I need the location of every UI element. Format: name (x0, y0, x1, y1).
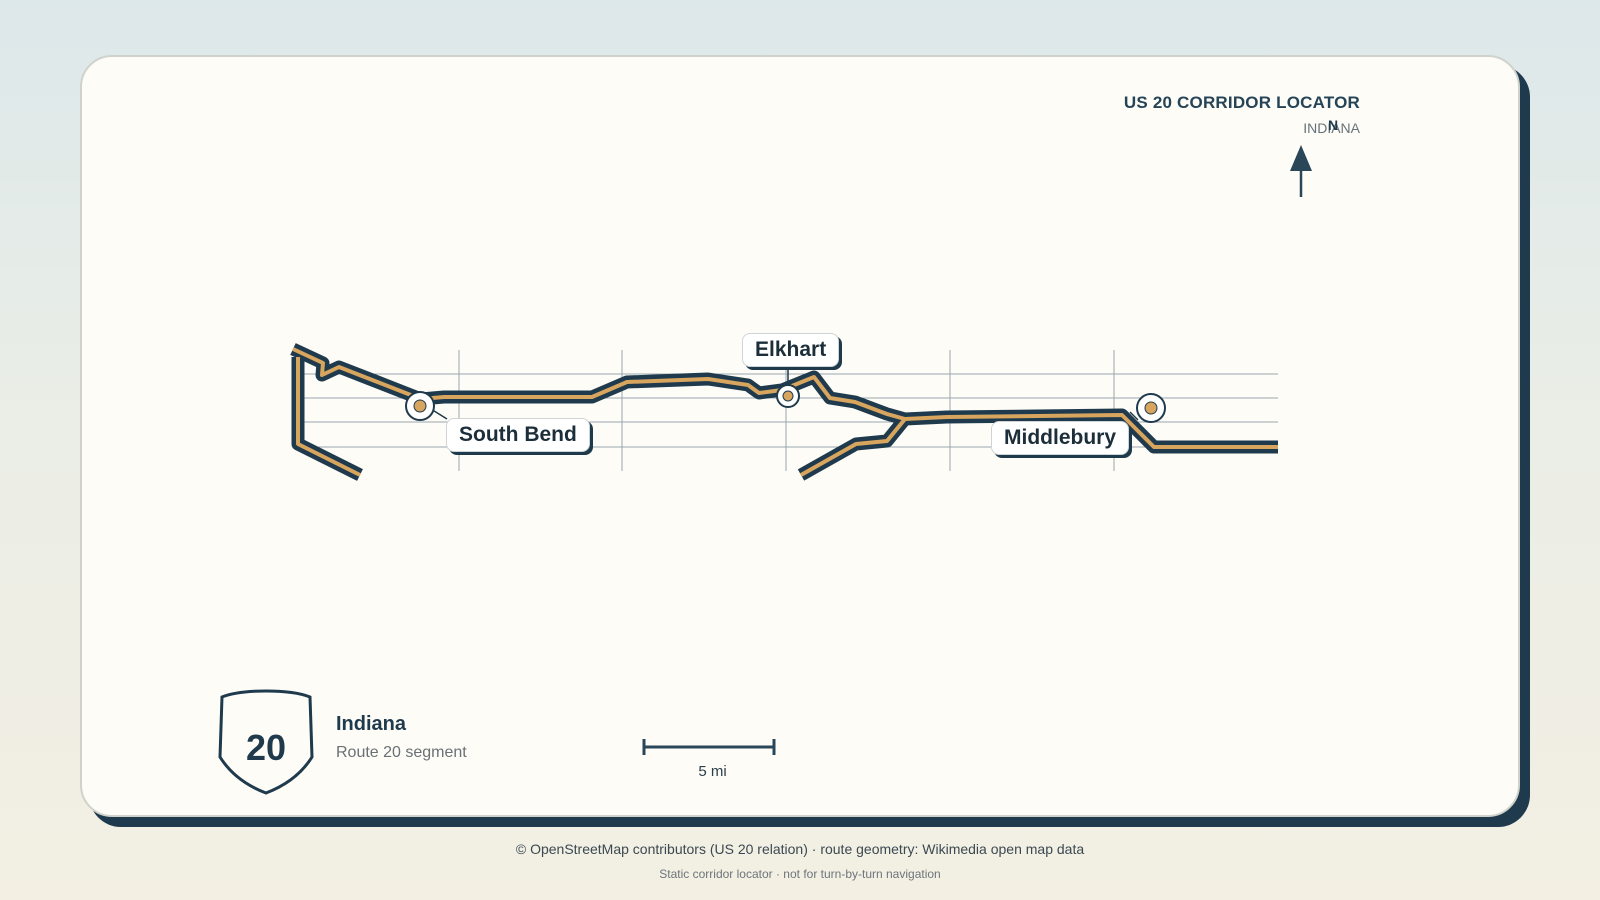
map-card: 20 US 20 CORRIDOR LOCATOR INDIANA N Sout… (80, 55, 1520, 817)
city-marker-middlebury[interactable] (1136, 393, 1166, 423)
shield-number: 20 (246, 727, 286, 768)
shield-state: Indiana (336, 713, 407, 735)
middlebury-leader (1129, 411, 1139, 421)
city-marker-elkhart[interactable] (776, 384, 800, 408)
route-fill (292, 347, 1278, 477)
scale-bar (642, 739, 776, 755)
disclaimer-text: Static corridor locator · not for turn-b… (659, 867, 941, 881)
north-arrow-icon (1290, 145, 1312, 197)
scale-label: 5 mi (698, 763, 727, 780)
city-label-south-bend[interactable]: South Bend (446, 418, 590, 452)
city-label-elkhart[interactable]: Elkhart (742, 333, 840, 367)
locator-subtitle: INDIANA (1303, 120, 1360, 136)
route-shield-icon (218, 689, 314, 795)
north-label: N (1327, 117, 1339, 133)
city-marker-south-bend[interactable] (405, 391, 435, 421)
map-grid (295, 350, 1278, 471)
shield-description: Route 20 segment (336, 744, 467, 761)
city-label-middlebury[interactable]: Middlebury (991, 421, 1130, 455)
locator-title: US 20 CORRIDOR LOCATOR (1123, 93, 1360, 112)
map-canvas: 20 (218, 145, 1312, 795)
attribution-text: © OpenStreetMap contributors (US 20 rela… (515, 841, 1085, 857)
